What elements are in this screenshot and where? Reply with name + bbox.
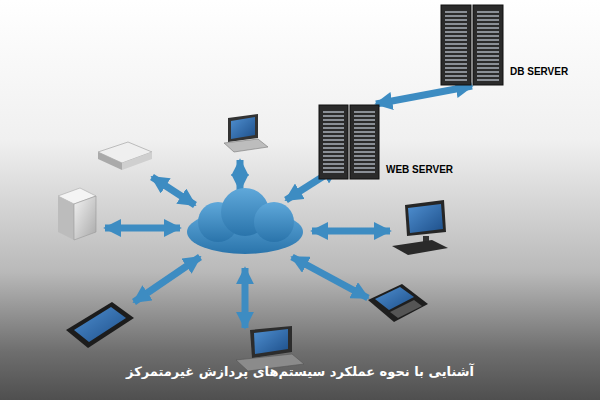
laptop-top — [224, 114, 268, 152]
server-rack — [318, 104, 380, 180]
server-rack — [440, 4, 504, 86]
server-label: WEB SERVER — [386, 164, 453, 175]
server-label: DB SERVER — [510, 66, 568, 77]
cloud-arrows — [105, 160, 390, 328]
server-node: WEB SERVER — [318, 104, 457, 180]
cloud — [187, 188, 303, 254]
caption-text: آشنایی با نحوه عملکرد سیستم‌های پردازش غ… — [126, 364, 474, 379]
network-box — [98, 142, 152, 170]
blackberry-phone — [368, 284, 428, 322]
caption-text-wrap: آشنایی با نحوه عملکرد سیستم‌های پردازش غ… — [0, 364, 600, 379]
tower-pc — [58, 188, 96, 240]
server-link-arrow — [376, 86, 472, 104]
monitor-pc — [392, 200, 448, 255]
smartphone — [66, 302, 134, 348]
server-node: DB SERVER — [440, 4, 572, 86]
